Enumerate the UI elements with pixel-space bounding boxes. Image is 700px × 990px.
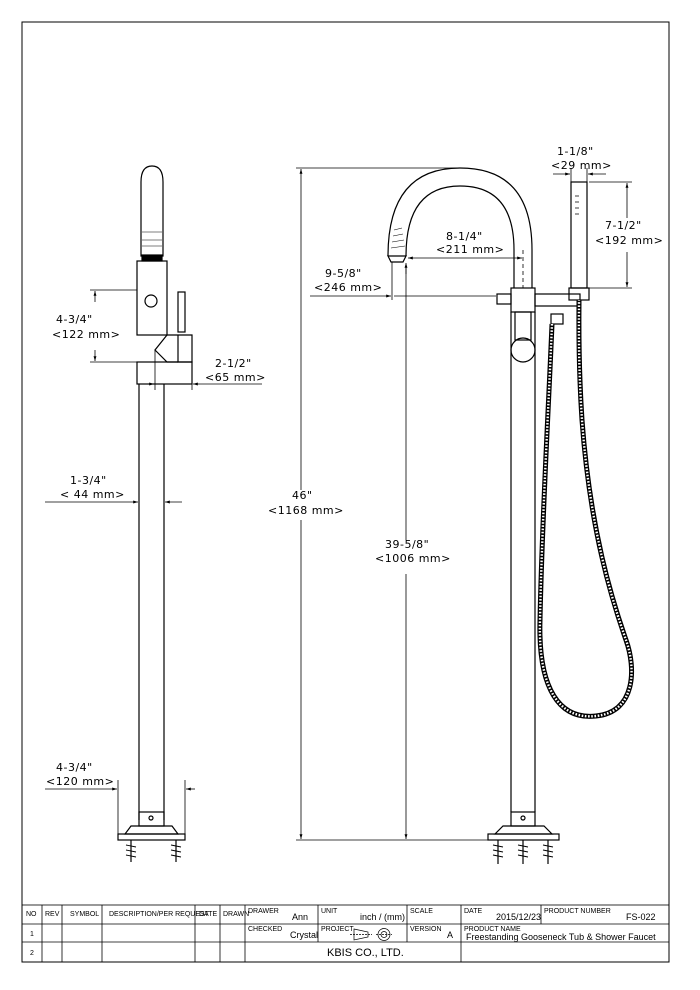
front-view-faucet: [387, 167, 634, 864]
dim-handle-height-in: 4-3/4": [56, 313, 93, 326]
dim-spout-reach-in: 8-1/4": [446, 230, 483, 243]
dim-handshower-length-mm: <192 mm>: [595, 234, 663, 247]
tb-header-date2: DATE: [464, 908, 482, 915]
tb-checked-value: Crystal: [290, 930, 318, 940]
tb-header-rev: REV: [45, 911, 60, 918]
tb-header-date: DATE: [199, 911, 217, 918]
tb-header-no: NO: [26, 911, 37, 918]
dim-spout-height-in: 39-5/8": [385, 538, 429, 551]
dim-lever-depth-mm: <65 mm>: [205, 371, 266, 384]
tb-header-drawn: DRAWN: [223, 911, 249, 918]
tb-unit-value: inch / (mm): [360, 912, 405, 922]
tb-header-description: DESCRIPTION/PER REQUEST: [109, 911, 210, 918]
dim-spout-height-mm: <1006 mm>: [375, 552, 451, 565]
tb-header-project: PROJECT: [321, 926, 354, 933]
tb-product-number-value: FS-022: [626, 912, 656, 922]
dim-base-width-in: 4-3/4": [56, 761, 93, 774]
dim-lever-depth-in: 2-1/2": [215, 357, 252, 370]
tb-header-symbol: SYMBOL: [70, 911, 99, 918]
dim-handshower-width-mm: <29 mm>: [551, 159, 612, 172]
tb-header-product-name: PRODUCT NAME: [464, 926, 521, 933]
tb-product-name-value: Freestanding Gooseneck Tub & Shower Fauc…: [466, 932, 656, 942]
projection-symbol-icon: [350, 928, 392, 941]
dim-total-height-mm: <1168 mm>: [268, 504, 344, 517]
tb-header-scale: SCALE: [410, 908, 433, 915]
side-view-faucet: [117, 165, 193, 862]
title-block: [21, 904, 670, 963]
dim-spout-reach-mm: <211 mm>: [436, 243, 504, 256]
tb-row-1: 1: [30, 931, 34, 938]
tb-row-2: 2: [30, 950, 34, 957]
tb-version-value: A: [447, 930, 453, 940]
tb-drawer-value: Ann: [292, 912, 308, 922]
tb-header-drawer: DRAWER: [248, 908, 279, 915]
dim-pipe-diameter-in: 1-3/4": [70, 474, 107, 487]
dim-base-width-mm: <120 mm>: [46, 775, 114, 788]
tb-header-version: VERSION: [410, 926, 442, 933]
dim-handshower-length-in: 7-1/2": [605, 219, 642, 232]
tb-company: KBIS CO., LTD.: [327, 947, 404, 959]
dim-offset-reach-mm: <246 mm>: [314, 281, 382, 294]
dim-offset-reach-in: 9-5/8": [325, 267, 362, 280]
tb-date-value: 2015/12/23: [496, 912, 541, 922]
tb-header-unit: UNIT: [321, 908, 338, 915]
tb-header-checked: CHECKED: [248, 926, 282, 933]
dim-handle-height-mm: <122 mm>: [52, 328, 120, 341]
dim-handshower-width-in: 1-1/8": [557, 145, 594, 158]
tb-header-product-number: PRODUCT NUMBER: [544, 908, 611, 915]
dim-pipe-diameter-mm: < 44 mm>: [60, 488, 125, 501]
dim-total-height-in: 46": [292, 489, 313, 502]
